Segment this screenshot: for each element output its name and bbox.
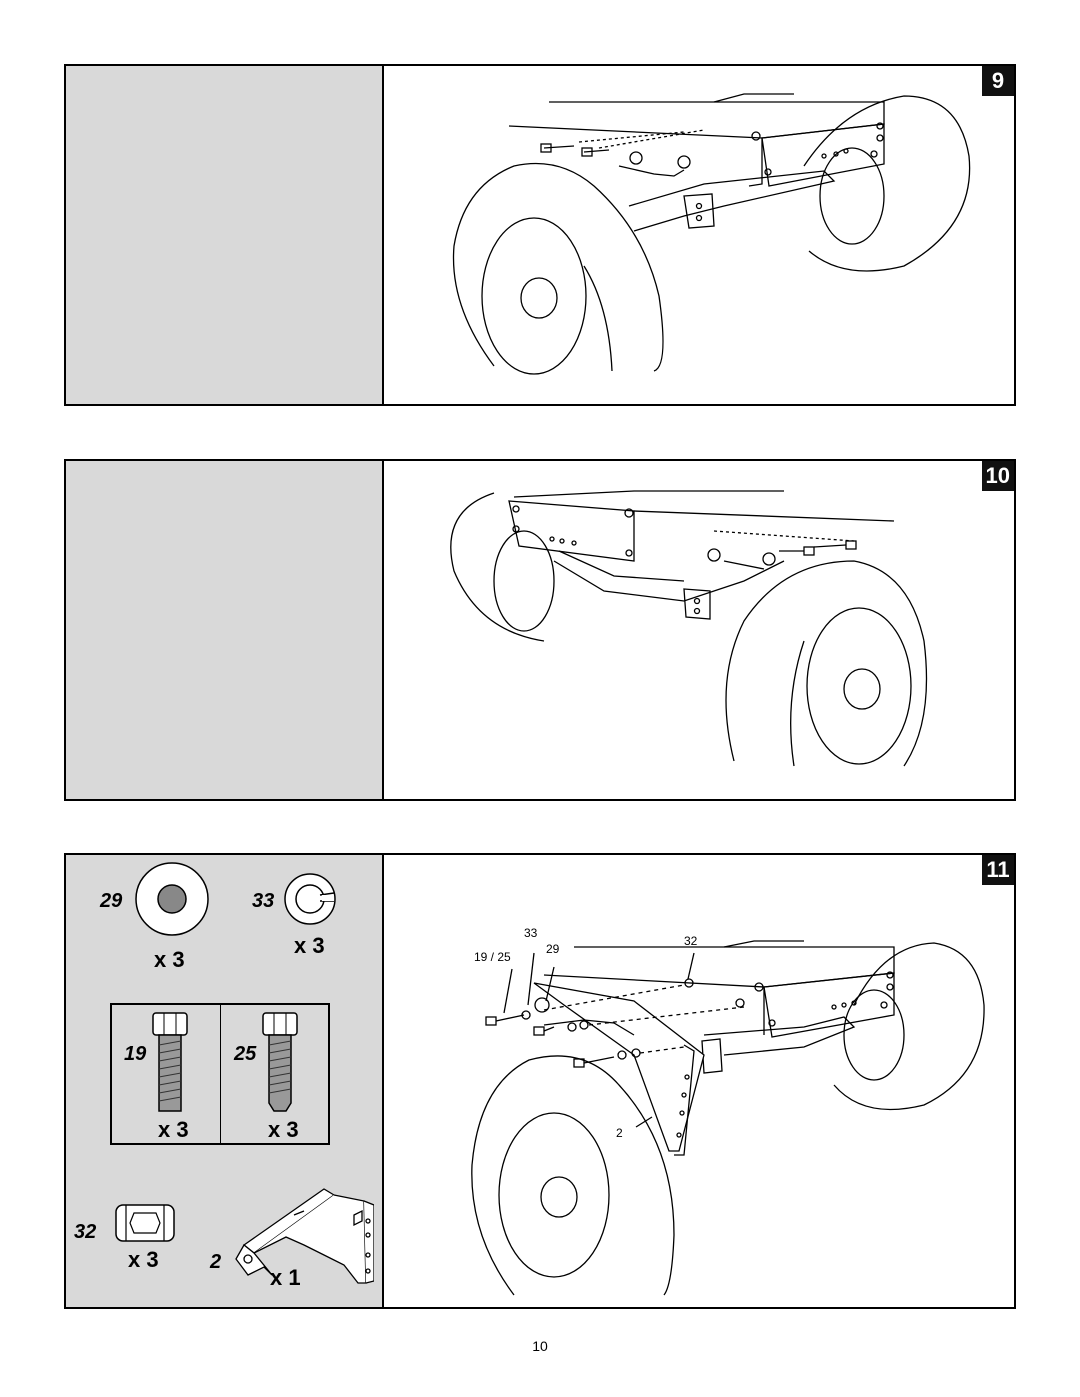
step-number-badge: 10 <box>981 461 1014 491</box>
step-number-badge: 9 <box>982 66 1014 96</box>
step-number-badge: 11 <box>982 855 1014 885</box>
step-10-illustration <box>384 461 1014 799</box>
nut-icon <box>115 1204 175 1242</box>
step-11-panel: 29 x 3 33 x 3 19 x 3 25 <box>64 853 1016 1309</box>
bolts-box <box>110 1003 330 1145</box>
step-10-panel: 10 <box>64 459 1016 801</box>
step-11-illustration: 33 32 19 / 25 29 2 <box>384 855 1014 1307</box>
step-11-parts-list: 29 x 3 33 x 3 19 x 3 25 <box>66 855 384 1307</box>
step-9-illustration <box>384 66 1014 404</box>
bracket-icon <box>235 1188 374 1284</box>
callout-2: 2 <box>616 1126 623 1140</box>
part-qty-19: x 3 <box>158 1117 189 1142</box>
part-number-32: 32 <box>74 1221 97 1243</box>
bolt-icon <box>262 1012 298 1112</box>
lock-washer-icon <box>284 873 336 925</box>
part-number-2: 2 <box>210 1251 222 1273</box>
part-number-19: 19 <box>124 1043 147 1065</box>
bolts-divider <box>220 1005 221 1143</box>
part-qty-32: x 3 <box>128 1247 159 1272</box>
step-9-panel: 9 <box>64 64 1016 406</box>
bolt-icon <box>152 1012 188 1112</box>
callout-19-25: 19 / 25 <box>474 950 511 964</box>
step-10-parts-area <box>66 461 384 799</box>
callout-29: 29 <box>546 942 560 956</box>
page-number: 10 <box>532 1338 548 1354</box>
part-number-25: 25 <box>234 1043 257 1065</box>
tractor-rear-left-illustration <box>452 93 971 375</box>
part-number-33: 33 <box>252 890 275 912</box>
part-number-29: 29 <box>100 890 123 912</box>
flat-washer-icon <box>135 862 209 936</box>
part-qty-29: x 3 <box>154 947 185 972</box>
tractor-rear-right-illustration <box>450 490 928 767</box>
part-qty-2: x 1 <box>270 1265 301 1290</box>
callout-32: 32 <box>684 934 698 948</box>
part-qty-33: x 3 <box>294 933 325 958</box>
step-9-parts-area <box>66 66 384 404</box>
bracket-install-illustration: 33 32 19 / 25 29 2 <box>471 926 985 1296</box>
part-qty-25: x 3 <box>268 1117 299 1142</box>
callout-33: 33 <box>524 926 538 940</box>
